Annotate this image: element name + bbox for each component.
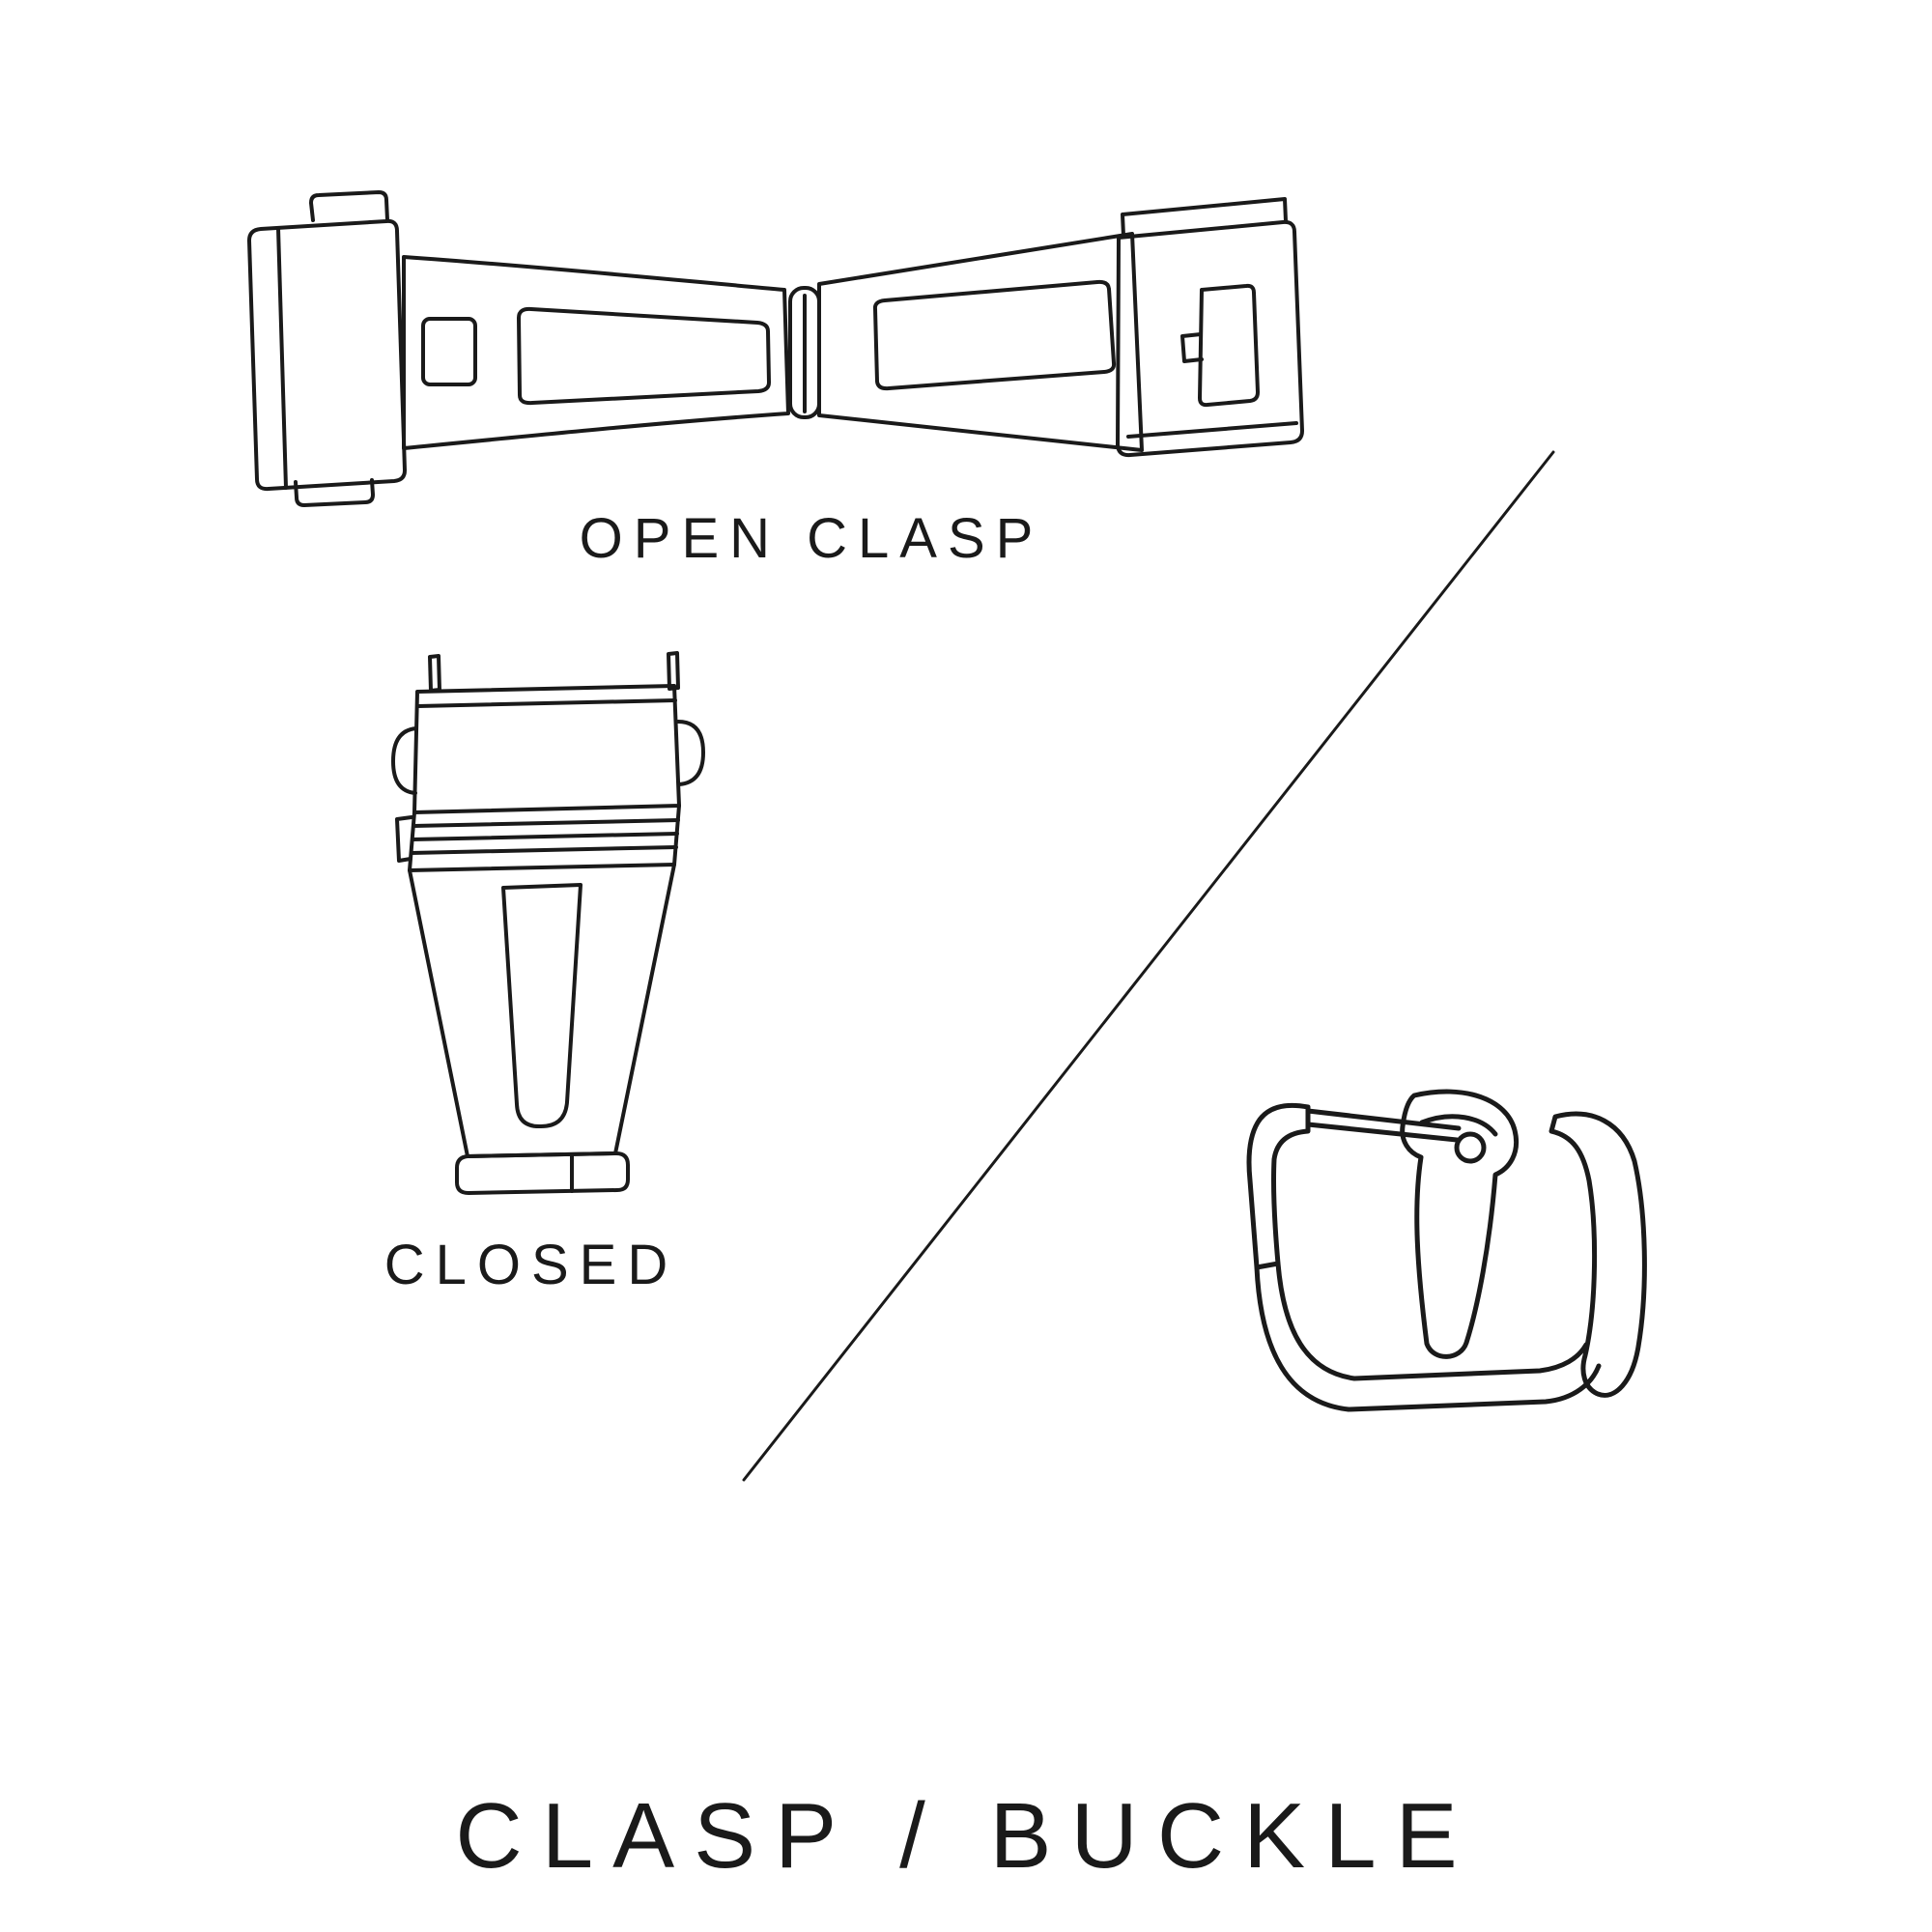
closed-label: CLOSED xyxy=(384,1234,679,1296)
open-clasp-label: OPEN CLASP xyxy=(579,507,1044,570)
divider-line xyxy=(742,450,1555,1482)
closed-clasp-illustration xyxy=(391,651,705,1195)
diagram-title: CLASP / BUCKLE xyxy=(455,1784,1477,1888)
buckle-illustration xyxy=(1246,1089,1647,1412)
open-clasp-illustration xyxy=(247,190,1304,507)
